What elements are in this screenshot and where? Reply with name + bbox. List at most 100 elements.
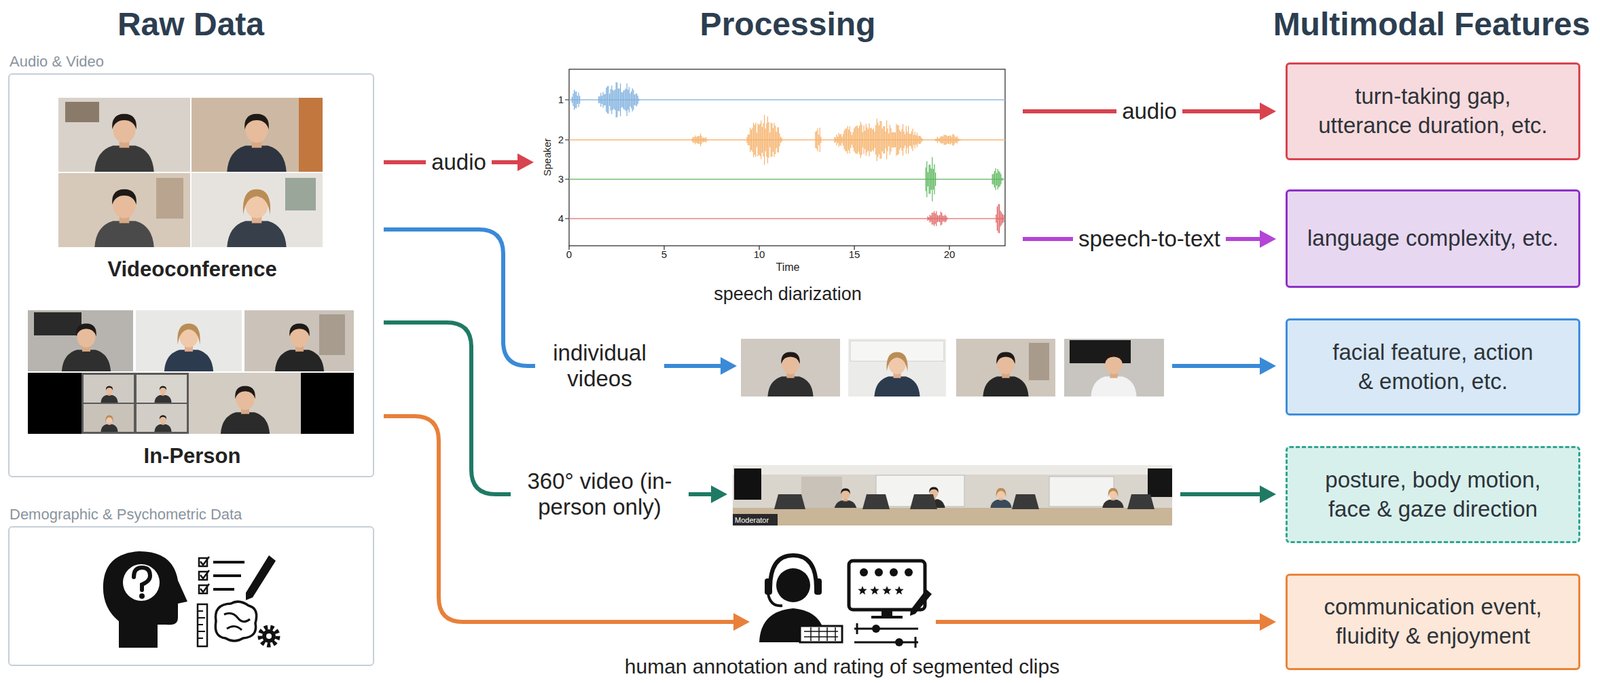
- column-title-slot: Multimodal Features: [1273, 5, 1591, 43]
- arrowhead: [1259, 102, 1277, 121]
- annotation-icons-art: [889, 568, 898, 577]
- connector-line: [935, 620, 1263, 625]
- feature-text: facial feature, action & emotion, etc.: [1327, 338, 1539, 397]
- in-person-image: [27, 310, 134, 372]
- edge-label: individual videos: [535, 340, 665, 392]
- column-title-slot: Processing: [700, 5, 877, 43]
- feature-box: posture, body motion, face & gaze direct…: [1285, 446, 1581, 544]
- individual-video-frames: [767, 351, 813, 397]
- video-overlay-text-slot: Moderator: [734, 516, 769, 525]
- annotation-icons: human annotation and rating of segmented…: [752, 551, 934, 651]
- panorama-video: [732, 465, 1173, 475]
- psychometric-icons: [266, 633, 272, 640]
- in-person-image: [164, 323, 214, 372]
- tick-label: 2: [558, 133, 564, 146]
- edge-label-slot: speech-to-text: [1073, 226, 1226, 252]
- psychometric-icons: [197, 604, 208, 647]
- feature-text: language complexity, etc.: [1307, 224, 1559, 254]
- psychometric-icons: [245, 555, 276, 601]
- annotation-icons-art: [871, 624, 881, 633]
- in-person-image: [135, 310, 242, 372]
- annotation-icons-art: [871, 615, 903, 619]
- tick-label: 3: [558, 173, 564, 185]
- in-person-image: [154, 385, 172, 403]
- videoconference-image: [226, 189, 286, 248]
- arrowhead: [733, 613, 750, 631]
- column-title-slot: Raw Data: [117, 5, 265, 43]
- waveform: [690, 114, 961, 166]
- axis-title: Time: [776, 261, 800, 274]
- connector-line: [1180, 492, 1263, 497]
- edge-label: audio: [425, 149, 492, 176]
- panorama-video: [1049, 476, 1114, 507]
- axis-title: Speaker: [541, 138, 553, 177]
- in-person-image: [61, 323, 111, 372]
- videoconference-image: [191, 173, 323, 248]
- arrowhead: [711, 485, 728, 504]
- tick-label: 0: [566, 248, 572, 261]
- edge-label: speech-to-text: [1073, 226, 1226, 252]
- psychometric-icons: [133, 567, 151, 591]
- tick-label: 10: [753, 248, 766, 261]
- panorama-video: [910, 494, 938, 510]
- individual-video-frames: [1090, 351, 1137, 397]
- individual-video-frames: [740, 338, 1165, 397]
- psychometric-icons: [224, 613, 250, 631]
- annotation-icons-art: [776, 568, 811, 603]
- videoconference-image: [226, 114, 286, 172]
- feature-box: turn-taking gap, utterance duration, etc…: [1285, 62, 1581, 161]
- panorama-video: [1011, 494, 1040, 510]
- in-person-image: [220, 385, 270, 434]
- tick-label-slot: 4: [558, 212, 564, 225]
- psychometric-icons: [260, 627, 278, 646]
- panorama-video: [801, 476, 843, 508]
- image-caption-slot: In-Person: [143, 444, 242, 469]
- individual-video-frames: [740, 338, 841, 397]
- axis-title-slot: Speaker: [541, 138, 553, 177]
- panorama-video: [1102, 488, 1124, 510]
- panorama-video: [774, 494, 806, 510]
- edge-label-slot: audio: [1116, 98, 1183, 125]
- column-title: Processing: [700, 5, 877, 43]
- annotation-icons-art: [768, 593, 783, 606]
- column-title: Multimodal Features: [1273, 5, 1591, 43]
- individual-video-frames: [956, 338, 1056, 397]
- diarization-plot-axes: [565, 69, 1006, 250]
- annotation-icons-art: [800, 626, 843, 643]
- annotation-icons-art: [904, 568, 913, 577]
- annotation-icons-art: [857, 623, 916, 648]
- diarization-plot-axes: [569, 69, 1006, 246]
- edge-label: audio: [1116, 98, 1183, 125]
- psychometric-icons: [122, 564, 160, 602]
- tick-label-slot: 2: [558, 133, 564, 146]
- in-person-image: [136, 404, 187, 432]
- image-caption: Videoconference: [107, 257, 277, 282]
- panorama-video: [990, 488, 1012, 510]
- in-person-image: [244, 310, 354, 372]
- tick-label: 20: [943, 248, 956, 261]
- panorama-video: [732, 507, 1173, 526]
- panorama-video: [734, 468, 762, 500]
- panorama-video: [732, 465, 1173, 526]
- annotation-icons-art: [869, 586, 879, 595]
- annotation-icons-art: [894, 586, 904, 595]
- videoconference-image: [94, 114, 154, 172]
- psychometric-icons: [213, 562, 245, 590]
- video-overlay-text: Moderator: [734, 516, 769, 525]
- individual-video-frames: [1028, 342, 1050, 381]
- psychometric-icons: [262, 629, 276, 644]
- tick-label: 15: [848, 248, 861, 261]
- waveform: [571, 82, 640, 118]
- annotation-icons-art: [759, 555, 932, 648]
- videoconference-image: [65, 101, 100, 123]
- in-person-image: [154, 414, 172, 432]
- annotation-icons-art: [770, 555, 817, 589]
- waveform: [926, 203, 1004, 233]
- feature-text: communication event, fluidity & enjoymen…: [1314, 592, 1552, 652]
- plot-caption-slot: speech diarization: [713, 283, 862, 305]
- in-person-image: [27, 310, 354, 434]
- tick-label-slot: 15: [848, 248, 861, 261]
- connector: [935, 613, 1277, 631]
- in-person-image: [188, 372, 301, 434]
- tick-label-slot: 20: [943, 248, 956, 261]
